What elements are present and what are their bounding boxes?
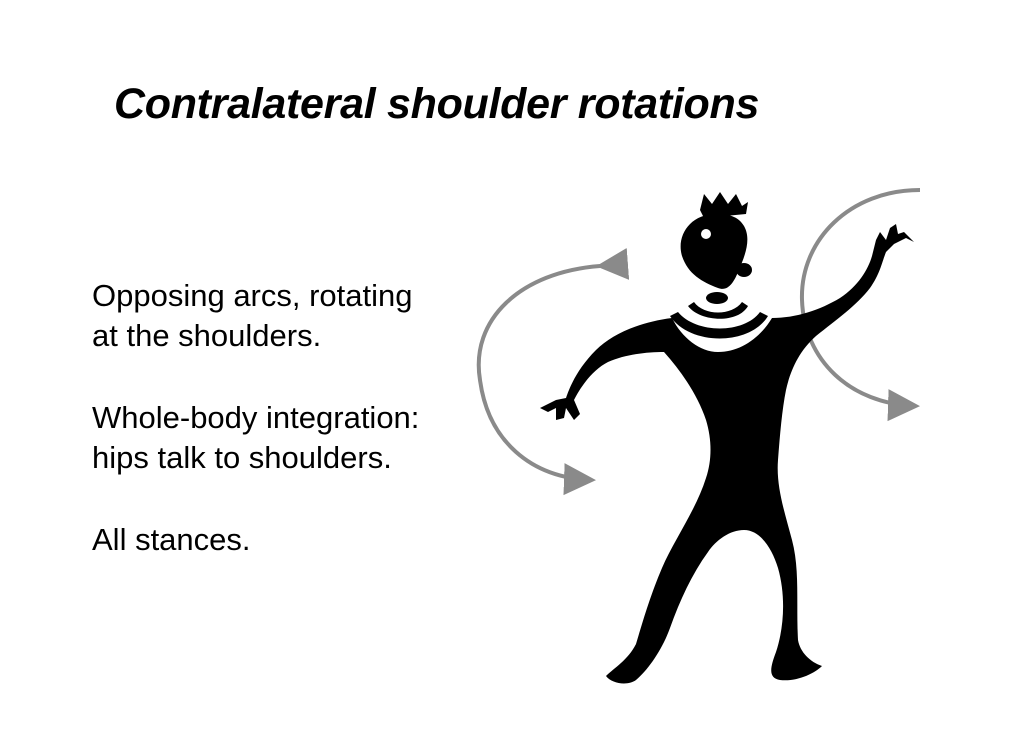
body-shape [540,224,914,684]
slide-body: Opposing arcs, rotating at the shoulders… [92,276,422,602]
paragraph-opposing-arcs: Opposing arcs, rotating at the shoulders… [92,278,413,353]
eye-dot [701,229,711,239]
crown-shape [700,192,748,218]
mouth-blob [706,292,728,304]
petroglyph-figure-svg [476,188,921,684]
head-shape [680,214,748,289]
necklace-inner [688,302,748,319]
paragraph-whole-body: Whole-body integration: hips talk to sho… [92,400,420,475]
slide-title: Contralateral shoulder rotations [114,80,760,128]
figure-illustration [460,170,960,700]
necklace-outer [670,312,768,339]
human-figure [540,192,914,684]
nose-blob [736,263,752,277]
left-rotation-arrow [476,247,630,496]
paragraph-all-stances: All stances. [92,522,251,557]
right-rotation-arrow [799,188,921,422]
